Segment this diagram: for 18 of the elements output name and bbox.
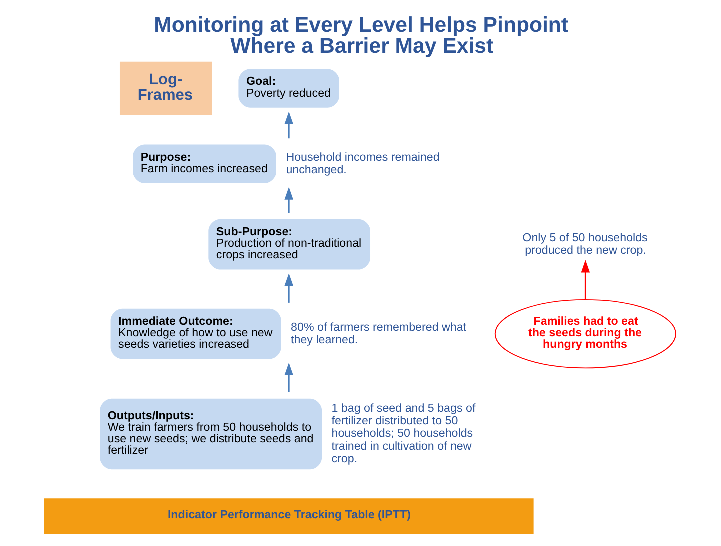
node-box: Outputs/Inputs: We train farmers from 50 households to use new seeds; we distribute seeds and fertilizer — [100, 398, 322, 470]
arrow — [284, 362, 294, 392]
node-box: Goal: Poverty reduced — [238, 69, 340, 108]
diagram-title: Monitoring at Every Level Helps Pinpoint Where a Barrier May Exist — [154, 12, 569, 58]
arrow — [284, 187, 294, 214]
node-label: Household incomes remained unchanged. — [286, 150, 440, 176]
node-box: Log-Frames — [120, 62, 212, 116]
node-box: Immediate Outcome: Knowledge of how to use new seeds varieties increased — [110, 308, 282, 360]
arrow — [284, 274, 294, 303]
node-label: 80% of farmers remembered what they learned. — [291, 320, 467, 346]
node-label: 1 bag of seed and 5 bags of fertilizer distributed to 50 households; 50 households trained in cultivation of new crop. — [332, 402, 476, 466]
node-box: Sub-Purpose: Production of non-traditional crops increased — [208, 219, 370, 270]
node-box: Purpose: Farm incomes increased — [133, 144, 276, 184]
node-box: Indicator Performance Tracking Table (IPTT) — [44, 498, 534, 535]
node-ellipse: Families had to eat the seeds during the hungry months — [494, 299, 676, 369]
node-text: Only 5 of 50 households produced the new crop. — [522, 231, 648, 257]
arrow — [284, 112, 294, 139]
arrow — [581, 260, 590, 300]
